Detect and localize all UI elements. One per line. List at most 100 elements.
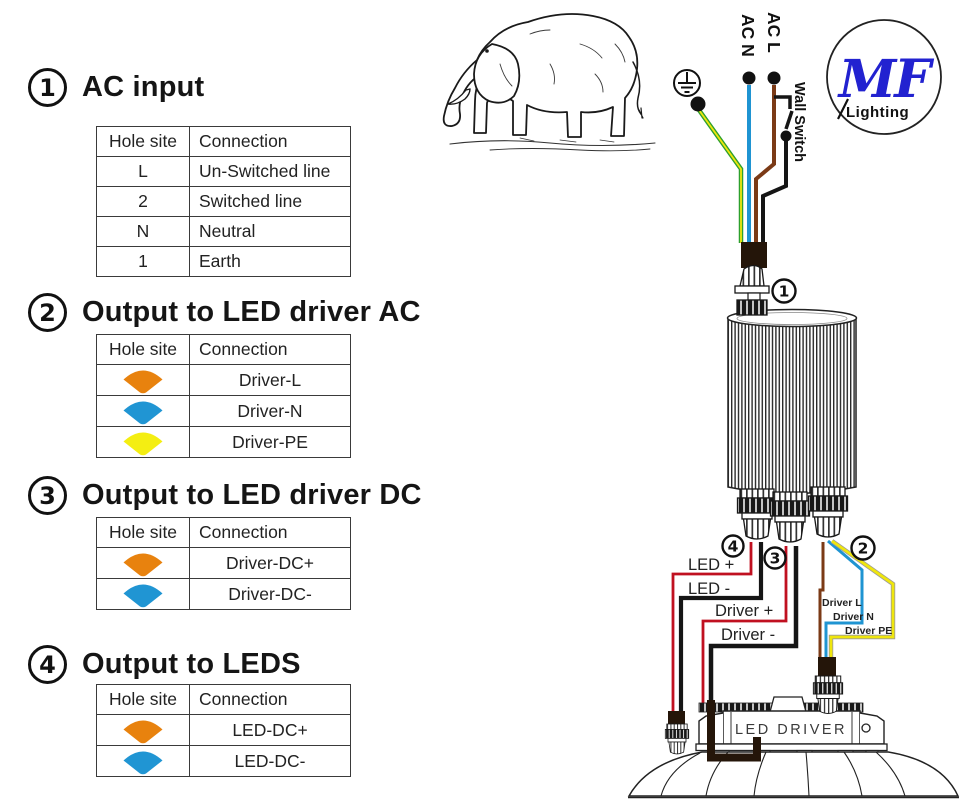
wall-switch-label: Wall Switch — [791, 82, 807, 162]
table-row: Driver-PE — [96, 426, 351, 458]
table-row: 1 Earth — [96, 246, 351, 277]
led-fixture: LED DRIVER — [627, 696, 960, 799]
switch-lever — [784, 110, 794, 130]
screw-hole — [861, 723, 871, 733]
led-minus-wire — [678, 542, 764, 726]
connection-header: Connection — [189, 334, 351, 365]
section-4-heading: 4 Output to LEDS — [28, 645, 301, 684]
ac-input-wires — [697, 85, 794, 243]
hole-site-header: Hole site — [96, 334, 190, 365]
connection-value: Un-Switched line — [189, 156, 351, 187]
earth-wire — [697, 108, 744, 243]
connector-number-badges: 1 4 3 2 — [721, 278, 876, 570]
driver-plus-wire — [701, 546, 788, 712]
switch-wire-upper — [774, 95, 792, 109]
ufo-dome — [627, 751, 960, 797]
hole-site-header: Hole site — [96, 517, 190, 548]
connection-value: Driver-N — [189, 395, 351, 427]
yellow-hole-swatch-icon — [123, 432, 163, 455]
driver-minus-label: Driver - — [721, 626, 775, 644]
led-cable-sheath — [668, 711, 685, 726]
junction-box-cylinder — [726, 308, 858, 495]
ac-input-table: Hole site Connection L Un-Switched line … — [96, 126, 351, 277]
driver-dc-gland-3 — [769, 491, 811, 543]
section-3-title: Output to LED driver DC — [82, 479, 422, 511]
hole-site-value: 1 — [96, 246, 190, 277]
section-3-number-badge: 3 — [28, 476, 67, 515]
connection-value: Driver-DC- — [189, 578, 351, 610]
driver-l-label: Driver L — [822, 597, 862, 609]
driver-plus-label: Driver + — [715, 602, 773, 620]
earth-wire-terminal — [690, 96, 706, 112]
earth-ground-icon — [673, 69, 701, 97]
section-1-heading: 1 AC input — [28, 68, 204, 107]
dome-segments — [660, 751, 906, 797]
connection-value: Driver-L — [189, 364, 351, 396]
hole-site-value: 2 — [96, 186, 190, 217]
live-wire — [754, 85, 776, 243]
blue-hole-swatch-icon — [123, 751, 163, 774]
driver-pe-label: Driver PE — [845, 625, 892, 637]
section-2-number-badge: 2 — [28, 293, 67, 332]
logo-brand-text: MF — [837, 49, 935, 110]
ac-cable-gland-1 — [734, 242, 770, 316]
table-row: Driver-N — [96, 395, 351, 427]
hole-site-header: Hole site — [96, 684, 190, 715]
connection-value: Neutral — [189, 216, 351, 247]
led-plus-wire — [671, 542, 753, 713]
connection-value: LED-DC+ — [189, 714, 351, 746]
driver-l-wire — [818, 542, 825, 660]
led-cable-connector — [664, 723, 690, 755]
output-to-leds-table: Hole site Connection LED-DC+ LED-DC- — [96, 684, 351, 777]
led-driver-label: LED DRIVER — [735, 722, 847, 738]
connector-2-number: 2 — [858, 540, 869, 558]
elephant-illustration — [442, 13, 656, 152]
switch-wire-lower — [761, 141, 788, 243]
mf-lighting-logo: MF Lighting — [826, 19, 942, 135]
driver-ac-gland-2 — [807, 486, 849, 538]
connector-4-number: 4 — [728, 538, 739, 556]
connector-1-number: 1 — [779, 283, 790, 301]
section-4-number-badge: 4 — [28, 645, 67, 684]
output-led-driver-ac-table: Hole site Connection Driver-L Driver-N D… — [96, 334, 351, 458]
connection-value: Driver-PE — [189, 426, 351, 458]
section-1-title: AC input — [82, 71, 205, 103]
driver-n-wire — [824, 539, 864, 660]
driver-n-label: Driver N — [833, 611, 874, 623]
blue-hole-swatch-icon — [123, 584, 163, 607]
ac-l-label: AC L — [764, 12, 784, 53]
hole-site-value: L — [96, 156, 190, 187]
connector-3-number: 3 — [770, 550, 781, 568]
section-2-heading: 2 Output to LED driver AC — [28, 293, 421, 332]
connection-header: Connection — [189, 684, 351, 715]
table-header-row: Hole site Connection — [96, 126, 351, 157]
orange-hole-swatch-icon — [123, 370, 163, 393]
table-header-row: Hole site Connection — [96, 334, 351, 365]
connection-value: LED-DC- — [189, 745, 351, 777]
orange-hole-swatch-icon — [123, 553, 163, 576]
live-wire-terminal — [767, 71, 781, 85]
driver-cable — [707, 700, 761, 762]
table-row: Driver-L — [96, 364, 351, 396]
orange-hole-swatch-icon — [123, 720, 163, 743]
section-4-title: Output to LEDS — [82, 648, 301, 680]
neutral-wire-terminal — [742, 71, 756, 85]
driver-minus-wire — [708, 546, 799, 702]
table-row: N Neutral — [96, 216, 351, 247]
table-header-row: Hole site Connection — [96, 684, 351, 715]
table-row: L Un-Switched line — [96, 156, 351, 187]
ac-n-label: AC N — [738, 14, 758, 57]
table-row: LED-DC+ — [96, 714, 351, 746]
table-row: Driver-DC- — [96, 578, 351, 610]
output-wires — [671, 539, 896, 726]
connection-value: Switched line — [189, 186, 351, 217]
driver-pe-wire — [829, 539, 895, 660]
blue-hole-swatch-icon — [123, 401, 163, 424]
logo-sub-text: Lighting — [846, 104, 909, 121]
earth-wire-stripe — [698, 109, 742, 243]
section-3-heading: 3 Output to LED driver DC — [28, 476, 422, 515]
section-2-title: Output to LED driver AC — [82, 296, 421, 328]
output-led-driver-dc-table: Hole site Connection Driver-DC+ Driver-D… — [96, 517, 351, 610]
table-row: 2 Switched line — [96, 186, 351, 217]
